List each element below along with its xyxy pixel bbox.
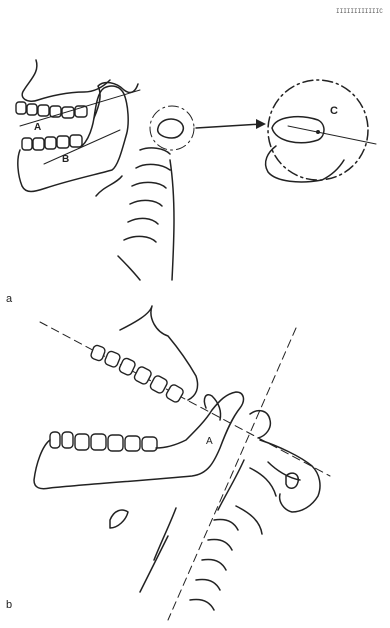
figure-code: IIIIIIIIIIIIC bbox=[336, 8, 383, 15]
panel-a-point-a-label: A bbox=[34, 122, 41, 133]
panel-a-detail-point bbox=[316, 130, 320, 134]
panel-b-ramus-line bbox=[168, 328, 296, 620]
panel-a-condyle-small bbox=[158, 119, 184, 138]
panel-b: A b bbox=[6, 306, 330, 620]
panel-a-point-b-label: B bbox=[62, 154, 69, 165]
panel-a-lower-teeth bbox=[22, 135, 82, 150]
panel-b-lower-teeth bbox=[50, 432, 157, 451]
panel-b-occiput bbox=[268, 462, 300, 480]
panel-a-detail-line bbox=[288, 126, 376, 144]
panel-b-skull-base bbox=[260, 440, 320, 512]
panel-b-upper-teeth bbox=[90, 344, 185, 403]
panel-a-upper-teeth bbox=[16, 102, 87, 118]
panel-b-occlusal-line bbox=[40, 322, 330, 476]
panel-a-detail-neck bbox=[266, 146, 344, 182]
panel-a-hyoid bbox=[96, 176, 122, 196]
panel-b-articular-eminence bbox=[250, 411, 270, 438]
panel-b-mastoid bbox=[286, 473, 298, 488]
panel-b-point-a-label: A bbox=[206, 436, 213, 447]
panel-a-label: a bbox=[6, 293, 13, 305]
panel-a-arrowhead bbox=[256, 119, 266, 129]
panel-a-vertebrae bbox=[118, 148, 174, 280]
panel-a-detail-condyle bbox=[272, 117, 324, 143]
panel-a-zoom-arrow bbox=[196, 124, 262, 128]
panel-a-maxilla-outline bbox=[22, 60, 110, 101]
panel-b-label: b bbox=[6, 599, 12, 611]
panel-b-pharynx bbox=[140, 508, 176, 592]
panel-a-point-c-label: C bbox=[330, 105, 338, 117]
panel-a-condyle-circle bbox=[150, 106, 194, 150]
panel-a: A B C a bbox=[6, 60, 376, 305]
panel-b-vertebrae bbox=[190, 460, 276, 610]
panel-b-hyoid bbox=[110, 510, 128, 528]
